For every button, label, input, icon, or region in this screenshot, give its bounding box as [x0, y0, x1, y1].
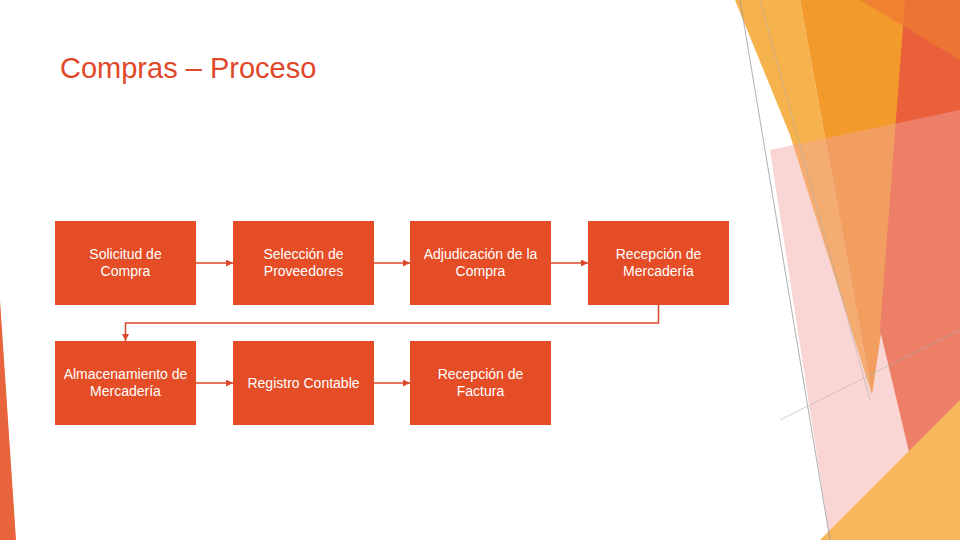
process-box: Almacenamiento de Mercadería: [55, 341, 196, 425]
decor-line: [760, 0, 870, 400]
step-label: Recepción de Factura: [418, 366, 543, 400]
flow-arrow: [196, 382, 233, 384]
process-box: Solicitud de Compra: [55, 221, 196, 305]
process-box: Registro Contable: [233, 341, 374, 425]
step-label: Almacenamiento de Mercadería: [63, 366, 188, 400]
flow-arrow: [551, 262, 588, 264]
process-box: Adjudicación de la Compra: [410, 221, 551, 305]
flow-arrow: [126, 305, 659, 341]
step-label: Adjudicación de la Compra: [418, 246, 543, 280]
step-label: Recepción de Mercadería: [596, 246, 721, 280]
step-label: Selección de Proveedores: [241, 246, 366, 280]
decor-line: [780, 330, 960, 420]
flow-arrow: [196, 262, 233, 264]
decor-triangle: [820, 400, 960, 540]
step-label: Registro Contable: [247, 375, 359, 392]
process-box: Recepción de Mercadería: [588, 221, 729, 305]
corner-shape: [0, 300, 16, 540]
decor-triangle: [860, 0, 960, 60]
diagram-title: Compras – Proceso: [60, 52, 316, 85]
process-box: Recepción de Factura: [410, 341, 551, 425]
decor-line: [740, 0, 830, 540]
step-label: Solicitud de Compra: [63, 246, 188, 280]
flow-arrow: [374, 382, 410, 384]
decor-triangle: [770, 110, 960, 540]
flow-arrow: [374, 262, 410, 264]
process-box: Selección de Proveedores: [233, 221, 374, 305]
